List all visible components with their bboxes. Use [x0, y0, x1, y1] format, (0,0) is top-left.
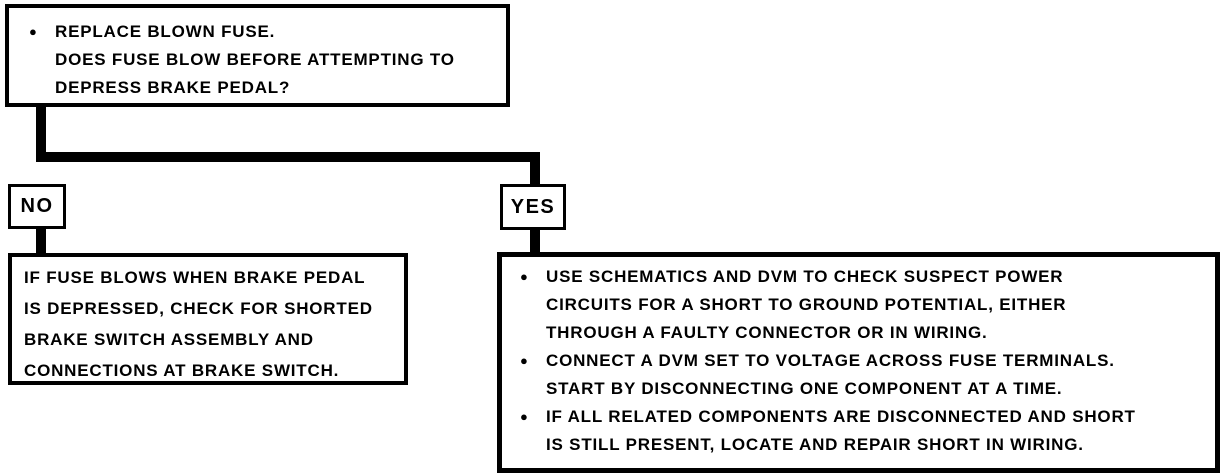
connector-line-branch-horizontal — [36, 152, 540, 162]
decision-box-text: REPLACE BLOWN FUSE. DOES FUSE BLOW BEFOR… — [55, 22, 455, 97]
branch-label-yes: YES — [500, 184, 566, 230]
connector-line-down-from-decision — [36, 106, 46, 162]
bullet-icon: ● — [29, 24, 37, 39]
result-box-yes-branch: ● USE SCHEMATICS AND DVM TO CHECK SUSPEC… — [497, 252, 1220, 473]
no-result-text: IF FUSE BLOWS WHEN BRAKE PEDAL IS DEPRES… — [24, 268, 373, 380]
list-item: ● CONNECT A DVM SET TO VOLTAGE ACROSS FU… — [502, 347, 1215, 403]
decision-box-content: ● REPLACE BLOWN FUSE. DOES FUSE BLOW BEF… — [9, 8, 506, 102]
connector-line-yes-to-result — [530, 228, 540, 255]
yes-result-item-text: IF ALL RELATED COMPONENTS ARE DISCONNECT… — [546, 407, 1136, 454]
bullet-icon: ● — [520, 353, 528, 368]
branch-label-no: NO — [8, 184, 66, 229]
yes-result-item-text: CONNECT A DVM SET TO VOLTAGE ACROSS FUSE… — [546, 351, 1115, 398]
bullet-icon: ● — [520, 409, 528, 424]
list-item: ● USE SCHEMATICS AND DVM TO CHECK SUSPEC… — [502, 263, 1215, 347]
connector-line-down-to-yes — [530, 152, 540, 186]
bullet-icon: ● — [520, 269, 528, 284]
decision-box-replace-fuse: ● REPLACE BLOWN FUSE. DOES FUSE BLOW BEF… — [5, 4, 510, 107]
yes-result-item-text: USE SCHEMATICS AND DVM TO CHECK SUSPECT … — [546, 267, 1067, 342]
connector-line-no-to-result — [36, 227, 46, 255]
list-item: ● IF ALL RELATED COMPONENTS ARE DISCONNE… — [502, 403, 1215, 459]
result-box-no-branch: IF FUSE BLOWS WHEN BRAKE PEDAL IS DEPRES… — [8, 253, 408, 385]
yes-result-content: ● USE SCHEMATICS AND DVM TO CHECK SUSPEC… — [502, 257, 1215, 459]
